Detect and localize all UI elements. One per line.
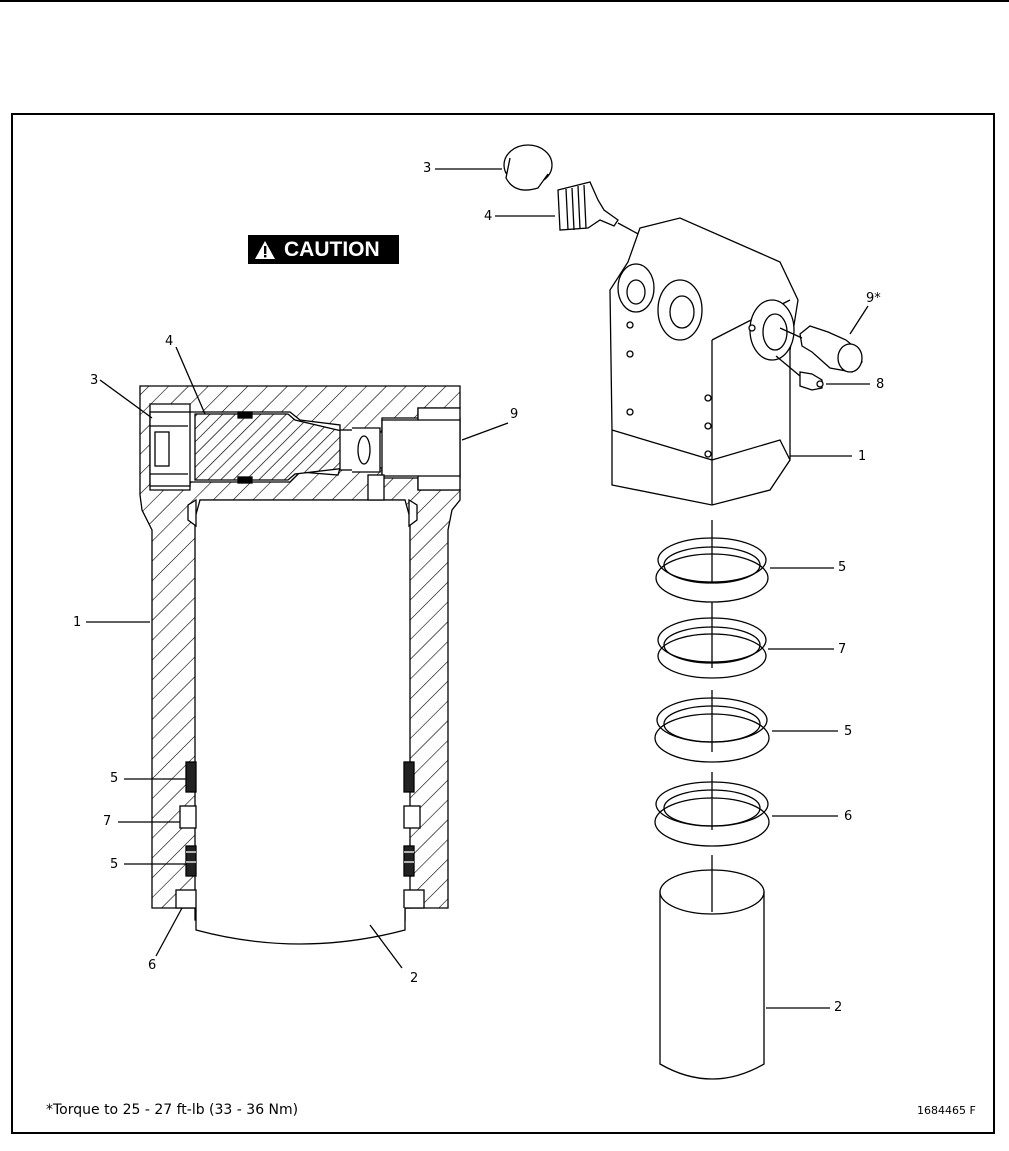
- ring-6-right: [403, 889, 425, 909]
- exploded-valve-4: [557, 181, 641, 236]
- caution-label: CAUTION: [284, 237, 380, 261]
- exploded-fitting-9: [779, 325, 863, 373]
- callout-exploded-4: 4: [484, 209, 493, 224]
- backup-7-right: [403, 805, 421, 829]
- page-top-rule: [0, 0, 1009, 2]
- seal-5-right-upper: [403, 761, 415, 793]
- seal-5-left-lower: [185, 845, 197, 877]
- callout-exploded-5-upper: 5: [838, 560, 847, 575]
- torque-footnote: *Torque to 25 - 27 ft-lb (33 - 36 Nm): [46, 1102, 299, 1118]
- figure-frame: [11, 113, 995, 1134]
- callout-section-4: 4: [165, 334, 174, 349]
- callout-section-3: 3: [90, 373, 99, 388]
- callout-exploded-9: 9*: [866, 291, 881, 306]
- callout-section-5-upper: 5: [110, 771, 119, 786]
- callout-exploded-7: 7: [838, 642, 847, 657]
- callout-exploded-6: 6: [844, 809, 853, 824]
- ring-6-left: [175, 889, 197, 909]
- warning-triangle-icon: [255, 240, 275, 259]
- callout-exploded-2: 2: [834, 1000, 843, 1015]
- callout-section-1: 1: [73, 615, 82, 630]
- filter-cross-section: [86, 346, 509, 969]
- callout-exploded-8: 8: [876, 377, 885, 392]
- callout-section-9: 9: [510, 407, 519, 422]
- exploded-plug-3: [503, 144, 553, 191]
- exploded-leaders: [435, 168, 870, 1009]
- callout-section-7: 7: [103, 814, 112, 829]
- callout-section-5-lower: 5: [110, 857, 119, 872]
- exploded-head-1: [609, 217, 799, 506]
- callout-section-6: 6: [148, 958, 157, 973]
- section-element-2: [195, 908, 406, 945]
- seal-5-left-upper: [185, 761, 197, 793]
- backup-7-left: [179, 805, 197, 829]
- callout-exploded-1: 1: [858, 449, 867, 464]
- section-fitting-9: [381, 407, 461, 491]
- element-bore: [194, 499, 411, 921]
- exploded-view: [435, 144, 870, 1080]
- figure-id: 1684465 F: [917, 1104, 976, 1117]
- callout-section-2: 2: [410, 971, 419, 986]
- exploded-fitting-8: [775, 355, 824, 391]
- seal-5-right-lower: [403, 845, 415, 877]
- caution-banner: CAUTION: [248, 235, 399, 264]
- callout-exploded-3: 3: [423, 161, 432, 176]
- callout-exploded-5-lower: 5: [844, 724, 853, 739]
